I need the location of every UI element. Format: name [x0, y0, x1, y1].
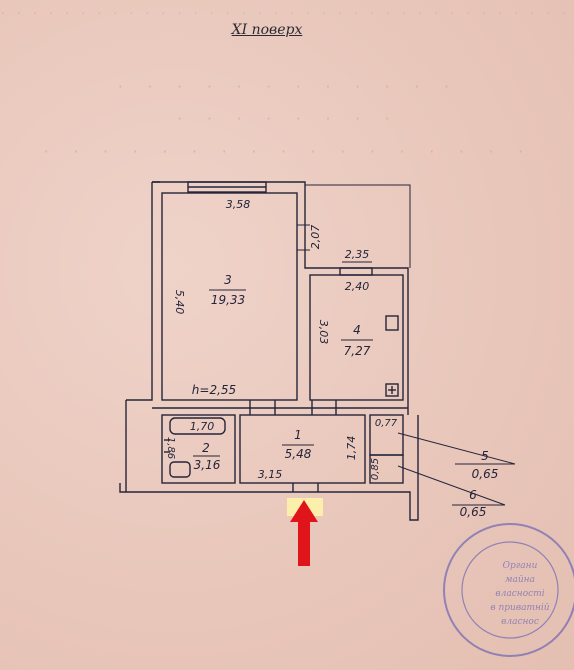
dim-room-3-side: 2,07: [309, 225, 322, 250]
dim-room-6: 0,85: [370, 458, 381, 480]
room-3-number: 3: [224, 273, 232, 287]
entrance-arrow-icon: [290, 500, 318, 566]
stamp-line-5: власнос: [501, 617, 539, 627]
dim-room-4-outer: 2,35: [345, 248, 370, 261]
outer-wall-top: [152, 181, 409, 415]
ceiling-height: h=2,55: [192, 383, 236, 397]
room-1-number: 1: [294, 428, 302, 442]
room-4-area: 7,27: [344, 344, 371, 358]
room-2-number: 2: [202, 441, 210, 455]
room-1-walls: [239, 414, 366, 484]
toilet-icon: [169, 461, 191, 478]
room-6-walls: [369, 454, 404, 484]
faded-heading-1: · · · · · · · · · · · ·: [116, 80, 458, 95]
outer-wall-bottom: [119, 415, 419, 521]
dim-room-1-length: 1,74: [345, 436, 358, 461]
official-stamp: Органи майна власності в приватній власн…: [443, 523, 574, 657]
dim-room-3-length: 5,40: [173, 290, 186, 315]
stamp-line-3: власності: [495, 589, 544, 599]
faded-header-line: . . . . . . . . . . . . . . . . . . . . …: [0, 6, 574, 17]
room-3-area: 19,33: [211, 293, 245, 307]
room-1-area: 5,48: [285, 447, 312, 461]
stamp-line-1: Органи: [503, 561, 538, 571]
faded-heading-3: · · · · · · · · · · · · · · · · ·: [42, 145, 532, 160]
stamp-line-2: майна: [505, 575, 535, 585]
room-5-number: 5: [481, 449, 489, 463]
dim-room-4-width: 2,40: [345, 280, 370, 293]
room-6-number: 6: [469, 488, 477, 502]
dim-room-5: 0,77: [375, 418, 398, 429]
room-2-area: 3,16: [194, 458, 221, 472]
dim-room-2-width: 1,70: [190, 420, 215, 433]
window-room-4: [339, 267, 373, 276]
dim-room-4-length: 3,03: [317, 320, 330, 345]
room-3-walls: [161, 192, 298, 401]
room-5-area: 0,65: [472, 467, 499, 481]
dim-room-2-length: 1,86: [165, 437, 176, 459]
sink-icon: [385, 383, 399, 397]
dim-room-1-width: 3,15: [258, 468, 283, 481]
balcony-outline: [305, 184, 411, 268]
outer-wall-left: [126, 181, 160, 401]
room-2-walls: [161, 414, 236, 484]
bathtub-icon: [169, 417, 226, 435]
stamp-line-4: в приватній: [490, 603, 549, 613]
dim-room-3-width: 3,58: [226, 198, 251, 211]
floor-title: XI поверх: [231, 22, 303, 38]
faded-heading-2: · · · · · · · ·: [175, 112, 399, 127]
room-6-area: 0,65: [460, 505, 487, 519]
room-4-number: 4: [353, 323, 361, 337]
stove-icon: [385, 315, 399, 331]
